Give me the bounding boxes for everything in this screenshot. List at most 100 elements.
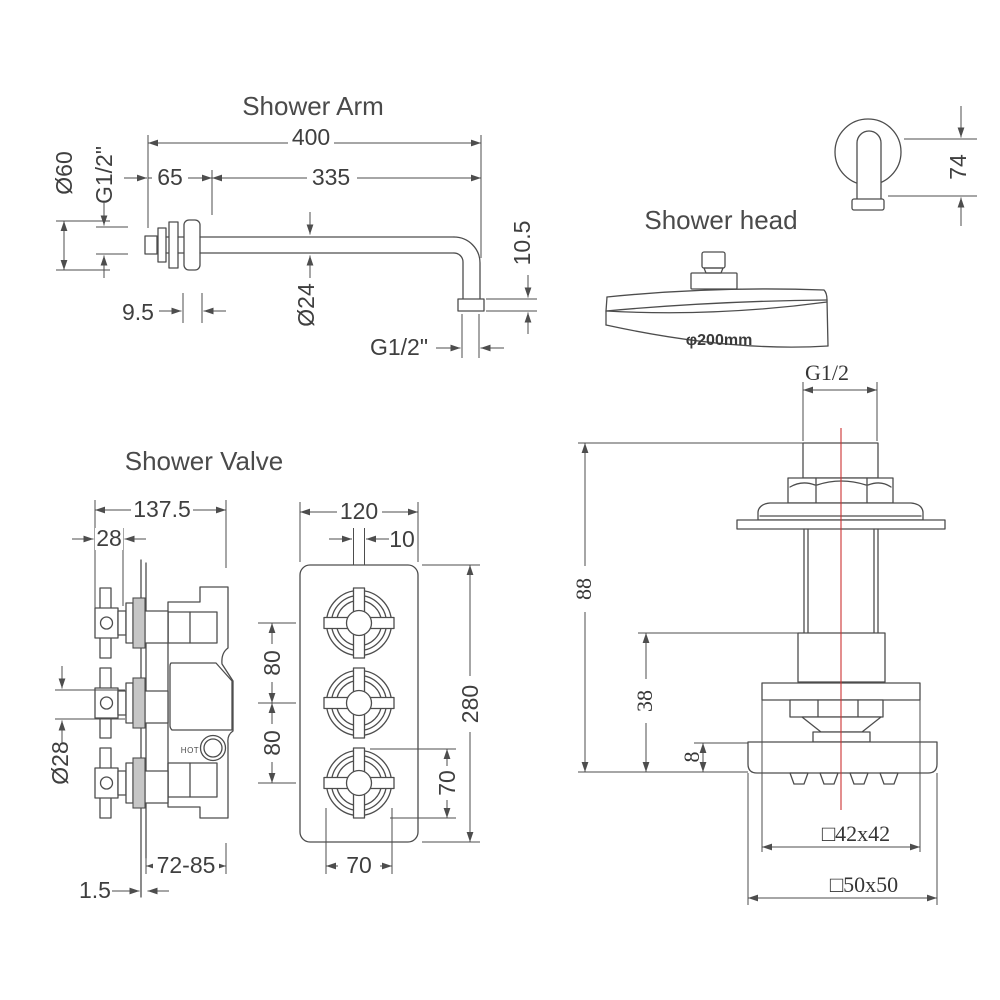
dim-valve-handle-dia: Ø28 (47, 666, 125, 785)
dim-section-total-height: 88 (571, 443, 748, 773)
dim-arm-thread-out: G1/2" (370, 314, 504, 360)
head-top-surface (606, 288, 828, 301)
section-total-height-label: 88 (571, 578, 596, 600)
spray-nozzle (879, 772, 899, 785)
arm-reach-label: 335 (312, 164, 350, 190)
valve-side-drawing: HOT (94, 559, 234, 898)
spray-nozzle (789, 772, 809, 785)
arm-pipe-dia-label: Ø24 (293, 283, 319, 327)
label-bg (338, 855, 380, 877)
side-handle-top (94, 587, 146, 659)
valve-recess-label: 72-85 (157, 852, 216, 878)
head-title: Shower head (644, 205, 797, 235)
label-bg (434, 766, 460, 800)
plate-height-label: 280 (457, 685, 483, 723)
head-right-edge (826, 299, 829, 347)
valve-side-view: Shower Valve HOT (47, 446, 296, 903)
shower-head-view: Shower head φ200mm (605, 205, 829, 349)
label-bg (260, 724, 284, 762)
valve-body-outline (167, 586, 234, 819)
label-bg (632, 679, 659, 723)
arm-wall-length-label: 65 (157, 164, 183, 190)
valve-handle-dia-label: Ø28 (47, 741, 73, 784)
section-thread-label: G1/2 (805, 360, 849, 385)
arm-thread-out-label: G1/2" (370, 334, 428, 360)
label-bg (260, 644, 284, 682)
arm-elbow-inner (453, 252, 464, 300)
dim-valve-pitch: 80 80 (258, 622, 296, 784)
elbow-collar (851, 198, 885, 211)
side-handle-bottom (94, 747, 146, 819)
arm-drawing (144, 219, 485, 312)
dim-arm-pipe-dia: Ø24 (293, 212, 319, 327)
label-bg (131, 498, 193, 521)
section-body-height-label: 38 (632, 690, 657, 712)
head-nipple (701, 251, 726, 269)
label-bg (571, 566, 598, 612)
valve-depth-label: 137.5 (133, 496, 191, 522)
dim-stem-width: 10 (329, 526, 415, 586)
label-bg (457, 676, 483, 732)
dim-arm-400: 400 (147, 124, 482, 258)
valve-hot-label: HOT (181, 746, 199, 755)
side-handle-middle (94, 667, 146, 739)
head-nipple-waist (703, 267, 724, 274)
ceiling-mount-section-view: G1/2 (571, 360, 946, 905)
label-bg (337, 501, 382, 523)
dim-valve-recess: 72-85 (145, 843, 227, 878)
spray-nozzle (849, 772, 869, 785)
arm-outlet-len-label: 10.5 (509, 221, 535, 266)
dim-plate-height: 280 (422, 564, 483, 843)
dim-arm-65-335: 65 335 (124, 164, 481, 215)
label-bg (95, 528, 123, 550)
valve-stem (144, 610, 169, 644)
dim-cross-height: 70 (370, 748, 460, 819)
label-bg (288, 126, 334, 149)
valve-stem (144, 770, 169, 804)
label-bg (307, 166, 357, 189)
valve-cartridge-block (169, 662, 233, 731)
head-rim-lower (605, 301, 828, 314)
dim-valve-front-depth: 28 (72, 525, 146, 606)
elbow-tube (856, 130, 882, 201)
dim-section-plate-sq: □50x50 (747, 773, 938, 905)
section-drawing (578, 428, 946, 852)
head-connector (690, 272, 738, 290)
label-bg (153, 855, 219, 877)
valve-wall-thk-label: 1.5 (79, 877, 111, 903)
arm-flange-dia-label: Ø60 (51, 151, 77, 194)
dim-section-body-height: 38 (632, 632, 798, 772)
arm-flange-thk-label: 9.5 (122, 299, 154, 325)
plate-width-label: 120 (340, 498, 378, 524)
head-dia-label: φ200mm (686, 332, 753, 349)
valve-stem (144, 690, 169, 724)
dim-section-plate-thk: 8 (679, 742, 748, 772)
dim-section-thread: G1/2 (802, 360, 878, 441)
dim-plate-width: 120 (299, 498, 419, 562)
head-drawing: φ200mm (605, 251, 829, 349)
arm-outlet-collar (457, 298, 485, 312)
elbow-height-label: 74 (945, 154, 971, 180)
dim-valve-depth: 137.5 (94, 496, 227, 610)
arm-thread-in-label: G1/2" (91, 146, 117, 204)
dim-arm-flange-thk: 9.5 (122, 293, 226, 325)
cross-width-label: 70 (346, 852, 372, 878)
dim-elbow-height: 74 (888, 106, 977, 226)
dim-cross-width: 70 (325, 808, 393, 878)
section-plate-sq-label: □50x50 (830, 872, 898, 897)
cross-height-label: 70 (434, 770, 460, 796)
head-rim-upper (605, 299, 828, 312)
valve-pitch1-label: 80 (259, 650, 285, 676)
label-bg (152, 166, 188, 189)
arm-thread-end (144, 235, 158, 255)
valve-front-depth-label: 28 (96, 525, 122, 551)
valve-pitch2-label: 80 (259, 730, 285, 756)
dim-arm-flange-dia: Ø60 (51, 151, 110, 271)
stem-width-label: 10 (389, 526, 415, 552)
shower-arm-view: Shower Arm 400 (51, 91, 537, 360)
section-body-sq-label: □42x42 (822, 821, 890, 846)
dim-arm-outlet-len: 10.5 (486, 221, 537, 334)
section-plate-thk-label: 8 (679, 752, 704, 763)
